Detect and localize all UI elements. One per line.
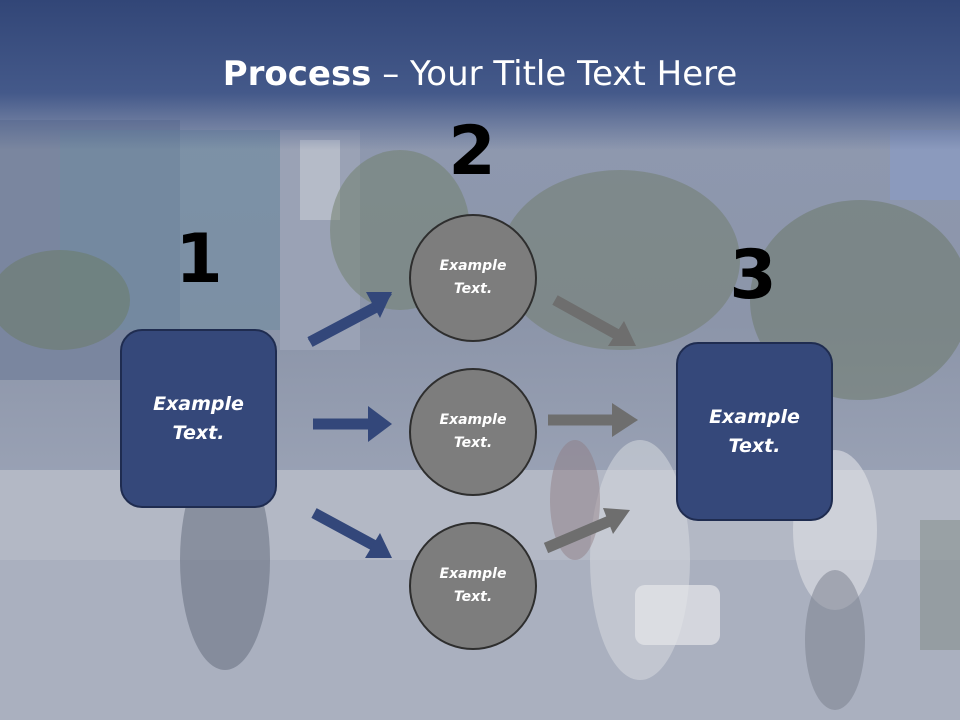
arrow-gray-down xyxy=(552,295,636,346)
title-rest: – Your Title Text Here xyxy=(371,54,738,94)
circle-middle-text: Example Text. xyxy=(439,412,507,451)
arrow-gray-middle xyxy=(548,403,638,437)
right-step-text: Example Text. xyxy=(709,405,800,457)
arrow-blue-up xyxy=(307,292,392,347)
circle-bottom: Example Text. xyxy=(409,522,537,650)
slide-title: Process – Your Title Text Here xyxy=(0,52,960,96)
left-step-box: Example Text. xyxy=(120,329,277,508)
arrow-blue-middle xyxy=(313,406,392,442)
title-bold: Process xyxy=(222,54,372,94)
arrow-blue-down xyxy=(311,508,392,558)
circle-bottom-text: Example Text. xyxy=(439,566,507,605)
step-number-1: 1 xyxy=(175,220,223,299)
right-step-box: Example Text. xyxy=(676,342,833,521)
arrow-gray-up xyxy=(543,508,630,554)
step-number-3: 3 xyxy=(729,236,777,315)
left-step-text: Example Text. xyxy=(153,392,244,444)
step-number-2: 2 xyxy=(448,112,496,191)
circle-top: Example Text. xyxy=(409,214,537,342)
circle-top-text: Example Text. xyxy=(439,258,507,297)
title-bar xyxy=(0,0,960,150)
circle-middle: Example Text. xyxy=(409,368,537,496)
